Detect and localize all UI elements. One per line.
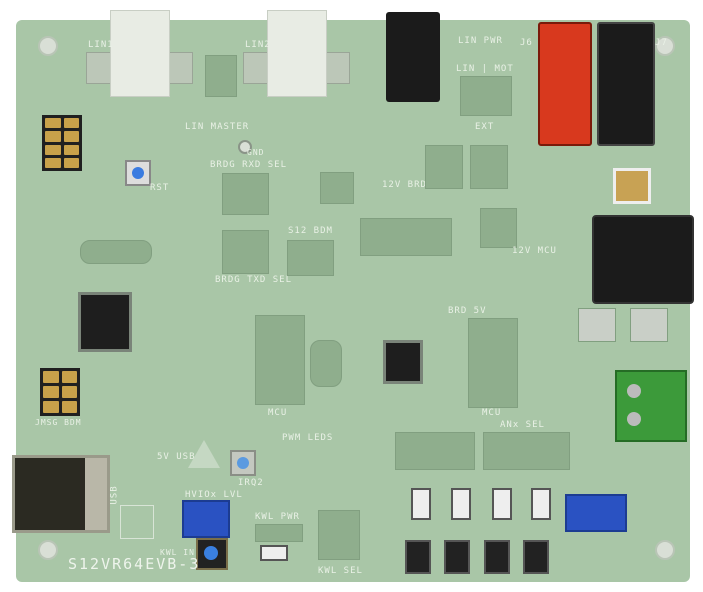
- lin2-connector[interactable]: [267, 10, 327, 97]
- mcu-header[interactable]: [255, 315, 305, 405]
- mounting-hole: [655, 36, 675, 56]
- kwl-pwr-jumper[interactable]: [255, 524, 303, 542]
- tp2-test-point: [238, 140, 252, 154]
- relay: [592, 215, 694, 304]
- s12vr64-mcu-chip: [383, 340, 423, 384]
- load-jumper[interactable]: [444, 540, 470, 574]
- screw-terminal-block[interactable]: [615, 370, 687, 442]
- usb-label: USB: [109, 485, 120, 505]
- kwl-in-button[interactable]: [196, 538, 228, 570]
- load-resistor: [451, 488, 471, 520]
- s12-bdm-label: S12 BDM: [288, 226, 333, 236]
- weee-recycling-icon: [120, 505, 154, 539]
- 12v-brd-label: 12V BRD: [382, 180, 427, 190]
- ext-label: EXT: [475, 122, 495, 132]
- mcu-label: MCU: [268, 408, 288, 418]
- bridge-mcu-chip: [78, 292, 132, 352]
- anx-sel-header[interactable]: [483, 432, 570, 470]
- fuse-component: [613, 168, 651, 204]
- 12v-mcu-label: 12V MCU: [512, 246, 557, 256]
- load-resistor: [411, 488, 431, 520]
- gnd-label: GND: [247, 148, 265, 157]
- lin-mot-label: LIN | MOT: [456, 64, 514, 74]
- crystal: [310, 340, 342, 387]
- lin-pwr-label: LIN PWR: [458, 36, 503, 46]
- brdg-txd-sel-label: BRDG TXD SEL: [215, 275, 293, 285]
- capacitor: [578, 308, 616, 342]
- irq2-label: IRQ2: [238, 478, 264, 488]
- mounting-hole: [655, 540, 675, 560]
- resistor: [260, 545, 288, 561]
- pwm-leds-label: PWM LEDS: [282, 433, 334, 443]
- lin2-label: LIN2: [245, 40, 271, 50]
- inductor: [205, 55, 237, 97]
- lin1-connector[interactable]: [110, 10, 170, 97]
- 5v-usb-label: 5V USB: [157, 452, 196, 462]
- brd-5v-label: BRD 5V: [448, 306, 487, 316]
- mcu-label-2: MCU: [482, 408, 502, 418]
- dc-power-jack[interactable]: [386, 12, 440, 102]
- potentiometer[interactable]: [565, 494, 627, 532]
- mosfet: [470, 145, 508, 189]
- load-jumper[interactable]: [484, 540, 510, 574]
- red-banana-jack[interactable]: [538, 22, 592, 146]
- mosfet: [425, 145, 463, 189]
- pin-header[interactable]: [42, 115, 82, 171]
- load-resistor: [531, 488, 551, 520]
- kwl-sel-header[interactable]: [318, 510, 360, 560]
- rst-label: RST: [150, 183, 170, 193]
- usb-b-connector[interactable]: [12, 455, 110, 533]
- load-resistor: [492, 488, 512, 520]
- lin1-label: LIN1: [88, 40, 114, 50]
- s12-bdm-header[interactable]: [287, 240, 334, 276]
- board-name: S12VR64EVB-3: [68, 555, 201, 573]
- kwl-sel-label: KWL SEL: [318, 566, 363, 576]
- kwl-pwr-label: KWL PWR: [255, 512, 300, 522]
- j7-label: J7: [655, 38, 668, 48]
- hvio-level-potentiometer[interactable]: [182, 500, 230, 538]
- mounting-hole: [38, 540, 58, 560]
- jmsg-bdm-label: JMSG BDM: [35, 418, 82, 427]
- esd-warning-icon: [188, 440, 220, 468]
- mounting-hole: [38, 36, 58, 56]
- capacitor: [480, 208, 517, 248]
- rxd-sel-header[interactable]: [222, 173, 269, 215]
- pin-header-array[interactable]: [360, 218, 452, 256]
- anx-sel-label: ANx SEL: [500, 420, 545, 430]
- load-jumper[interactable]: [405, 540, 431, 574]
- lin-master-label: LIN MASTER: [185, 122, 250, 132]
- load-jumper[interactable]: [523, 540, 549, 574]
- capacitor: [630, 308, 668, 342]
- mcu-pin-header[interactable]: [395, 432, 475, 470]
- reset-button[interactable]: [125, 160, 151, 186]
- mcu-header-2[interactable]: [468, 318, 518, 408]
- hvio-lvl-label: HVIOx LVL: [185, 490, 243, 500]
- txd-sel-header[interactable]: [222, 230, 269, 274]
- crystal: [80, 240, 152, 264]
- kwl-in-label: KWL IN: [160, 548, 195, 557]
- black-banana-jack[interactable]: [597, 22, 655, 146]
- lin-mot-jumper[interactable]: [460, 76, 512, 116]
- jmsg-bdm-header[interactable]: [40, 368, 80, 416]
- oscillator: [320, 172, 354, 204]
- j6-label: J6: [520, 38, 533, 48]
- irq2-button[interactable]: [230, 450, 256, 476]
- brdg-rxd-sel-label: BRDG RXD SEL: [210, 160, 288, 170]
